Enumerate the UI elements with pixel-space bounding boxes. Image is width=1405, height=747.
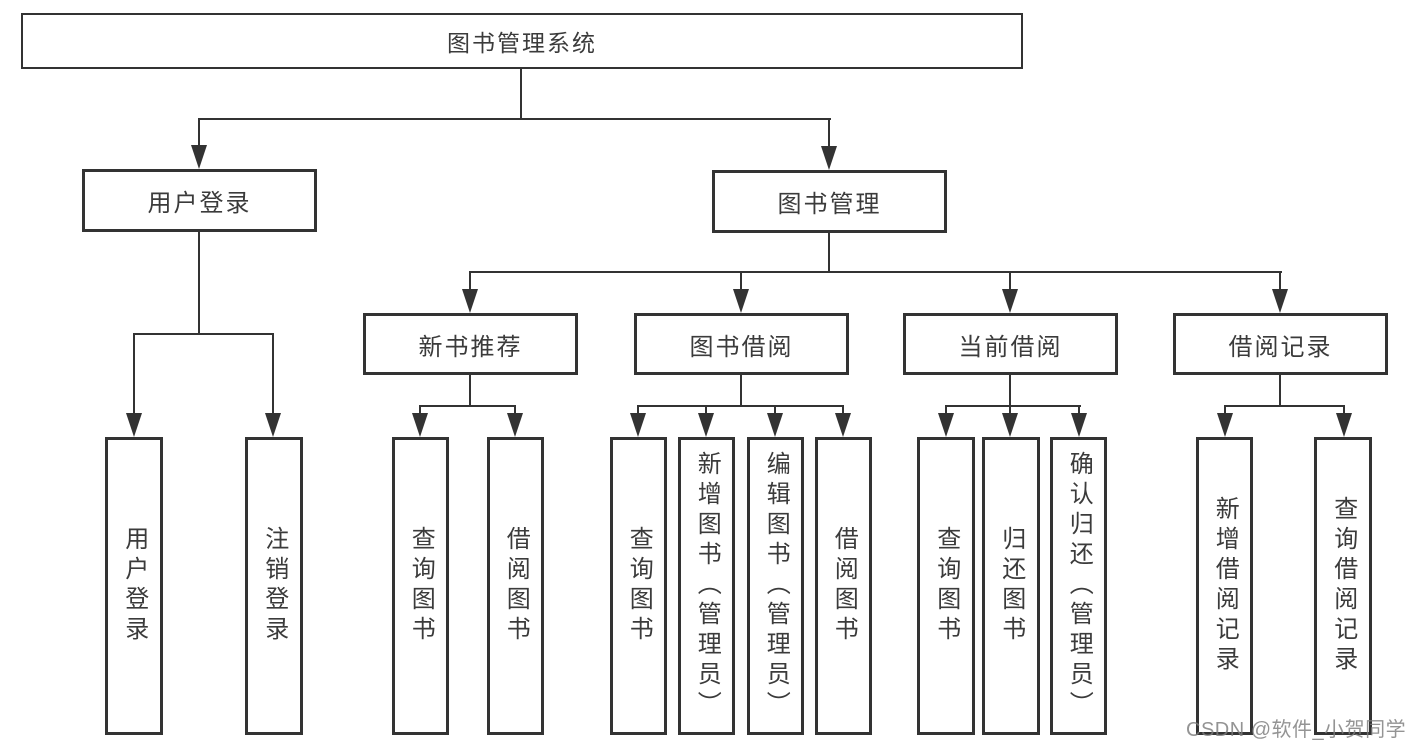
leaf-label: 用户登录 (120, 526, 148, 646)
edge-borrow-records-connector (1224, 405, 1345, 407)
node-user-login: 用户登录 (82, 169, 317, 232)
edge-book-borrow-connector (637, 405, 844, 407)
down-arrow-icon (191, 145, 207, 169)
edge-to-book-management (828, 119, 830, 146)
edge-to-leaf (1343, 406, 1345, 413)
down-arrow-icon (698, 413, 714, 437)
edge-to-new-book-recommend (469, 272, 471, 289)
leaf-label: 借阅图书 (830, 526, 858, 646)
edge-book-management-stem (828, 233, 830, 272)
down-arrow-icon (1002, 413, 1018, 437)
leaf-label: 借阅图书 (502, 526, 530, 646)
down-arrow-icon (821, 146, 837, 170)
leaf-query-books-borrow: 查询图书 (610, 437, 667, 735)
edge-level2-connector (198, 118, 831, 120)
down-arrow-icon (630, 413, 646, 437)
edge-new-book-stem (469, 375, 471, 406)
node-current-borrow: 当前借阅 (903, 313, 1118, 375)
edge-to-book-borrow (740, 272, 742, 289)
leaf-label: 查询图书 (625, 526, 653, 646)
edge-to-leaf (705, 406, 707, 413)
leaf-return-book: 归还图书 (982, 437, 1040, 735)
edge-current-borrow-connector (945, 405, 1081, 407)
edge-to-leaf (637, 406, 639, 413)
leaf-edit-book-admin: 编辑图书（管理员） (747, 437, 804, 735)
leaf-logout: 注销登录 (245, 437, 303, 735)
down-arrow-icon (1336, 413, 1352, 437)
leaf-confirm-return-admin: 确认归还（管理员） (1050, 437, 1107, 735)
node-book-borrow: 图书借阅 (634, 313, 849, 375)
leaf-query-books-recommend: 查询图书 (392, 437, 449, 735)
down-arrow-icon (507, 413, 523, 437)
edge-to-borrow-records (1279, 272, 1281, 289)
edge-to-leaf (842, 406, 844, 413)
edge-user-login-connector (133, 333, 274, 335)
leaf-label: 查询借阅记录 (1329, 496, 1357, 676)
edge-current-borrow-stem (1009, 375, 1011, 406)
leaf-label: 新增图书（管理员） (693, 451, 721, 721)
node-new-book-recommend: 新书推荐 (363, 313, 578, 375)
leaf-label: 新增借阅记录 (1211, 496, 1239, 676)
leaf-label: 注销登录 (260, 526, 288, 646)
leaf-query-books-current: 查询图书 (917, 437, 975, 735)
down-arrow-icon (835, 413, 851, 437)
leaf-label: 确认归还（管理员） (1065, 451, 1093, 721)
leaf-query-borrow-record: 查询借阅记录 (1314, 437, 1372, 735)
edge-to-leaf (514, 406, 516, 413)
edge-to-leaf (419, 406, 421, 413)
down-arrow-icon (1217, 413, 1233, 437)
edge-book-borrow-stem (740, 375, 742, 406)
leaf-label: 归还图书 (997, 526, 1025, 646)
edge-to-leaf (774, 406, 776, 413)
edge-new-book-connector (419, 405, 516, 407)
down-arrow-icon (733, 289, 749, 313)
csdn-watermark: CSDN @软件_小贺同学 (1186, 719, 1405, 741)
edge-to-leaf-user-login (133, 334, 135, 413)
edge-level3-connector (469, 271, 1282, 273)
leaf-label: 编辑图书（管理员） (762, 451, 790, 721)
leaf-label: 查询图书 (407, 526, 435, 646)
node-root-system: 图书管理系统 (21, 13, 1023, 69)
down-arrow-icon (265, 413, 281, 437)
down-arrow-icon (1071, 413, 1087, 437)
edge-to-leaf (1224, 406, 1226, 413)
down-arrow-icon (462, 289, 478, 313)
down-arrow-icon (938, 413, 954, 437)
down-arrow-icon (126, 413, 142, 437)
leaf-label: 查询图书 (932, 526, 960, 646)
leaf-borrow-books-recommend: 借阅图书 (487, 437, 544, 735)
edge-to-leaf (945, 406, 947, 413)
edge-to-current-borrow (1009, 272, 1011, 289)
edge-borrow-records-stem (1279, 375, 1281, 406)
edge-to-leaf (1009, 406, 1011, 413)
node-borrow-records: 借阅记录 (1173, 313, 1388, 375)
edge-to-leaf (1078, 406, 1080, 413)
down-arrow-icon (767, 413, 783, 437)
leaf-add-book-admin: 新增图书（管理员） (678, 437, 735, 735)
leaf-borrow-books-borrow: 借阅图书 (815, 437, 872, 735)
node-book-management: 图书管理 (712, 170, 947, 233)
edge-to-leaf-logout (272, 334, 274, 413)
down-arrow-icon (412, 413, 428, 437)
down-arrow-icon (1002, 289, 1018, 313)
edge-to-user-login (198, 119, 200, 146)
down-arrow-icon (1272, 289, 1288, 313)
leaf-add-borrow-record: 新增借阅记录 (1196, 437, 1253, 735)
edge-user-login-stem (198, 232, 200, 333)
edge-root-stem (520, 69, 522, 119)
leaf-user-login: 用户登录 (105, 437, 163, 735)
